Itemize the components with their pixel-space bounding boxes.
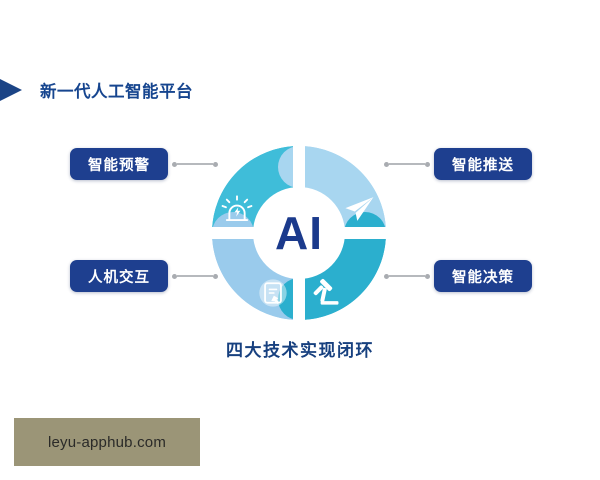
connector-dot [384, 273, 389, 279]
four-segment-donut [208, 142, 390, 324]
badge-smart-decision[interactable]: 智能决策 [434, 260, 532, 292]
connector-dot [425, 161, 430, 167]
connector-bottom-right [384, 272, 430, 280]
connector-dot [425, 273, 430, 279]
center-label: AI [275, 207, 323, 259]
watermark-box: leyu-apphub.com [14, 418, 200, 466]
gavel-icon [313, 278, 339, 305]
paper-plane-send-icon [345, 197, 374, 221]
connector-line [389, 163, 425, 165]
alarm-siren-icon [221, 195, 253, 221]
badge-smart-push[interactable]: 智能推送 [434, 148, 532, 180]
connector-dot [172, 161, 177, 167]
connector-dot [172, 273, 177, 279]
connector-top-left [172, 160, 218, 168]
connector-dot [213, 273, 218, 279]
connector-dot [213, 161, 218, 167]
triangle-right-icon [0, 77, 22, 103]
connector-line [177, 275, 213, 277]
connector-bottom-left [172, 272, 218, 280]
page-title: 新一代人工智能平台 [40, 83, 193, 101]
watermark-text: leyu-apphub.com [47, 433, 167, 451]
badge-human-machine-interaction[interactable]: 人机交互 [70, 260, 168, 292]
connector-line [389, 275, 425, 277]
slide-header: 新一代人工智能平台 [0, 74, 193, 106]
connector-top-right [384, 160, 430, 168]
connector-dot [384, 161, 389, 167]
diagram-caption: 四大技术实现闭环 [226, 341, 374, 360]
hand-touch-screen-icon [259, 279, 287, 307]
connector-line [177, 163, 213, 165]
badge-smart-alert[interactable]: 智能预警 [70, 148, 168, 180]
